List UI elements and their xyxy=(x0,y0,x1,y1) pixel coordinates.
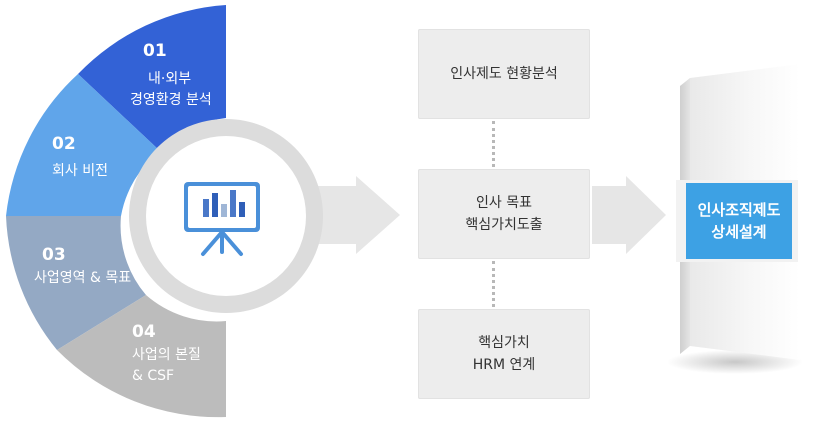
pillar-line-2: 상세설계 xyxy=(711,223,767,241)
arrow-to-pillar xyxy=(592,176,666,254)
segment-04 xyxy=(57,295,226,418)
segment-01-line-1: 내·외부 xyxy=(148,71,192,87)
pillar-label: 인사조직제도 상세설계 xyxy=(686,183,792,259)
connector-dots-lower xyxy=(492,261,495,307)
segment-04-number: 04 xyxy=(132,322,156,342)
arrow-to-boxes xyxy=(300,176,400,254)
box-2-line-2: 핵심가치도출 xyxy=(465,217,543,233)
presentation-board-icon xyxy=(184,182,260,256)
segment-03-label: 사업영역 & 목표 xyxy=(34,270,132,286)
segment-03-number: 03 xyxy=(42,245,66,265)
box-3-line-1: 핵심가치 xyxy=(478,335,530,351)
box-2-line-1: 인사 목표 xyxy=(476,195,532,211)
segment-01-label: 내·외부 경영환경 분석 xyxy=(130,69,212,111)
segment-03 xyxy=(6,216,146,350)
box-current-analysis: 인사제도 현황분석 xyxy=(418,29,590,119)
box-1-line-1: 인사제도 현황분석 xyxy=(450,66,558,82)
segment-02-number: 02 xyxy=(52,134,76,154)
segment-01 xyxy=(78,5,226,151)
pillar-line-1: 인사조직제도 xyxy=(697,201,781,219)
box-3-line-2: HRM 연계 xyxy=(472,357,536,373)
box-hrm-link: 핵심가치 HRM 연계 xyxy=(418,309,590,399)
box-hr-goal: 인사 목표 핵심가치도출 xyxy=(418,169,590,259)
segment-04-line-2: & CSF xyxy=(132,368,175,384)
segment-04-label: 사업의 본질 & CSF xyxy=(132,345,201,387)
segment-04-line-1: 사업의 본질 xyxy=(132,347,201,363)
connector-dots-upper xyxy=(492,121,495,167)
segment-01-number: 01 xyxy=(143,41,167,61)
segment-02 xyxy=(6,74,160,216)
segment-01-line-2: 경영환경 분석 xyxy=(130,92,212,108)
segment-02-label: 회사 비전 xyxy=(52,163,108,179)
